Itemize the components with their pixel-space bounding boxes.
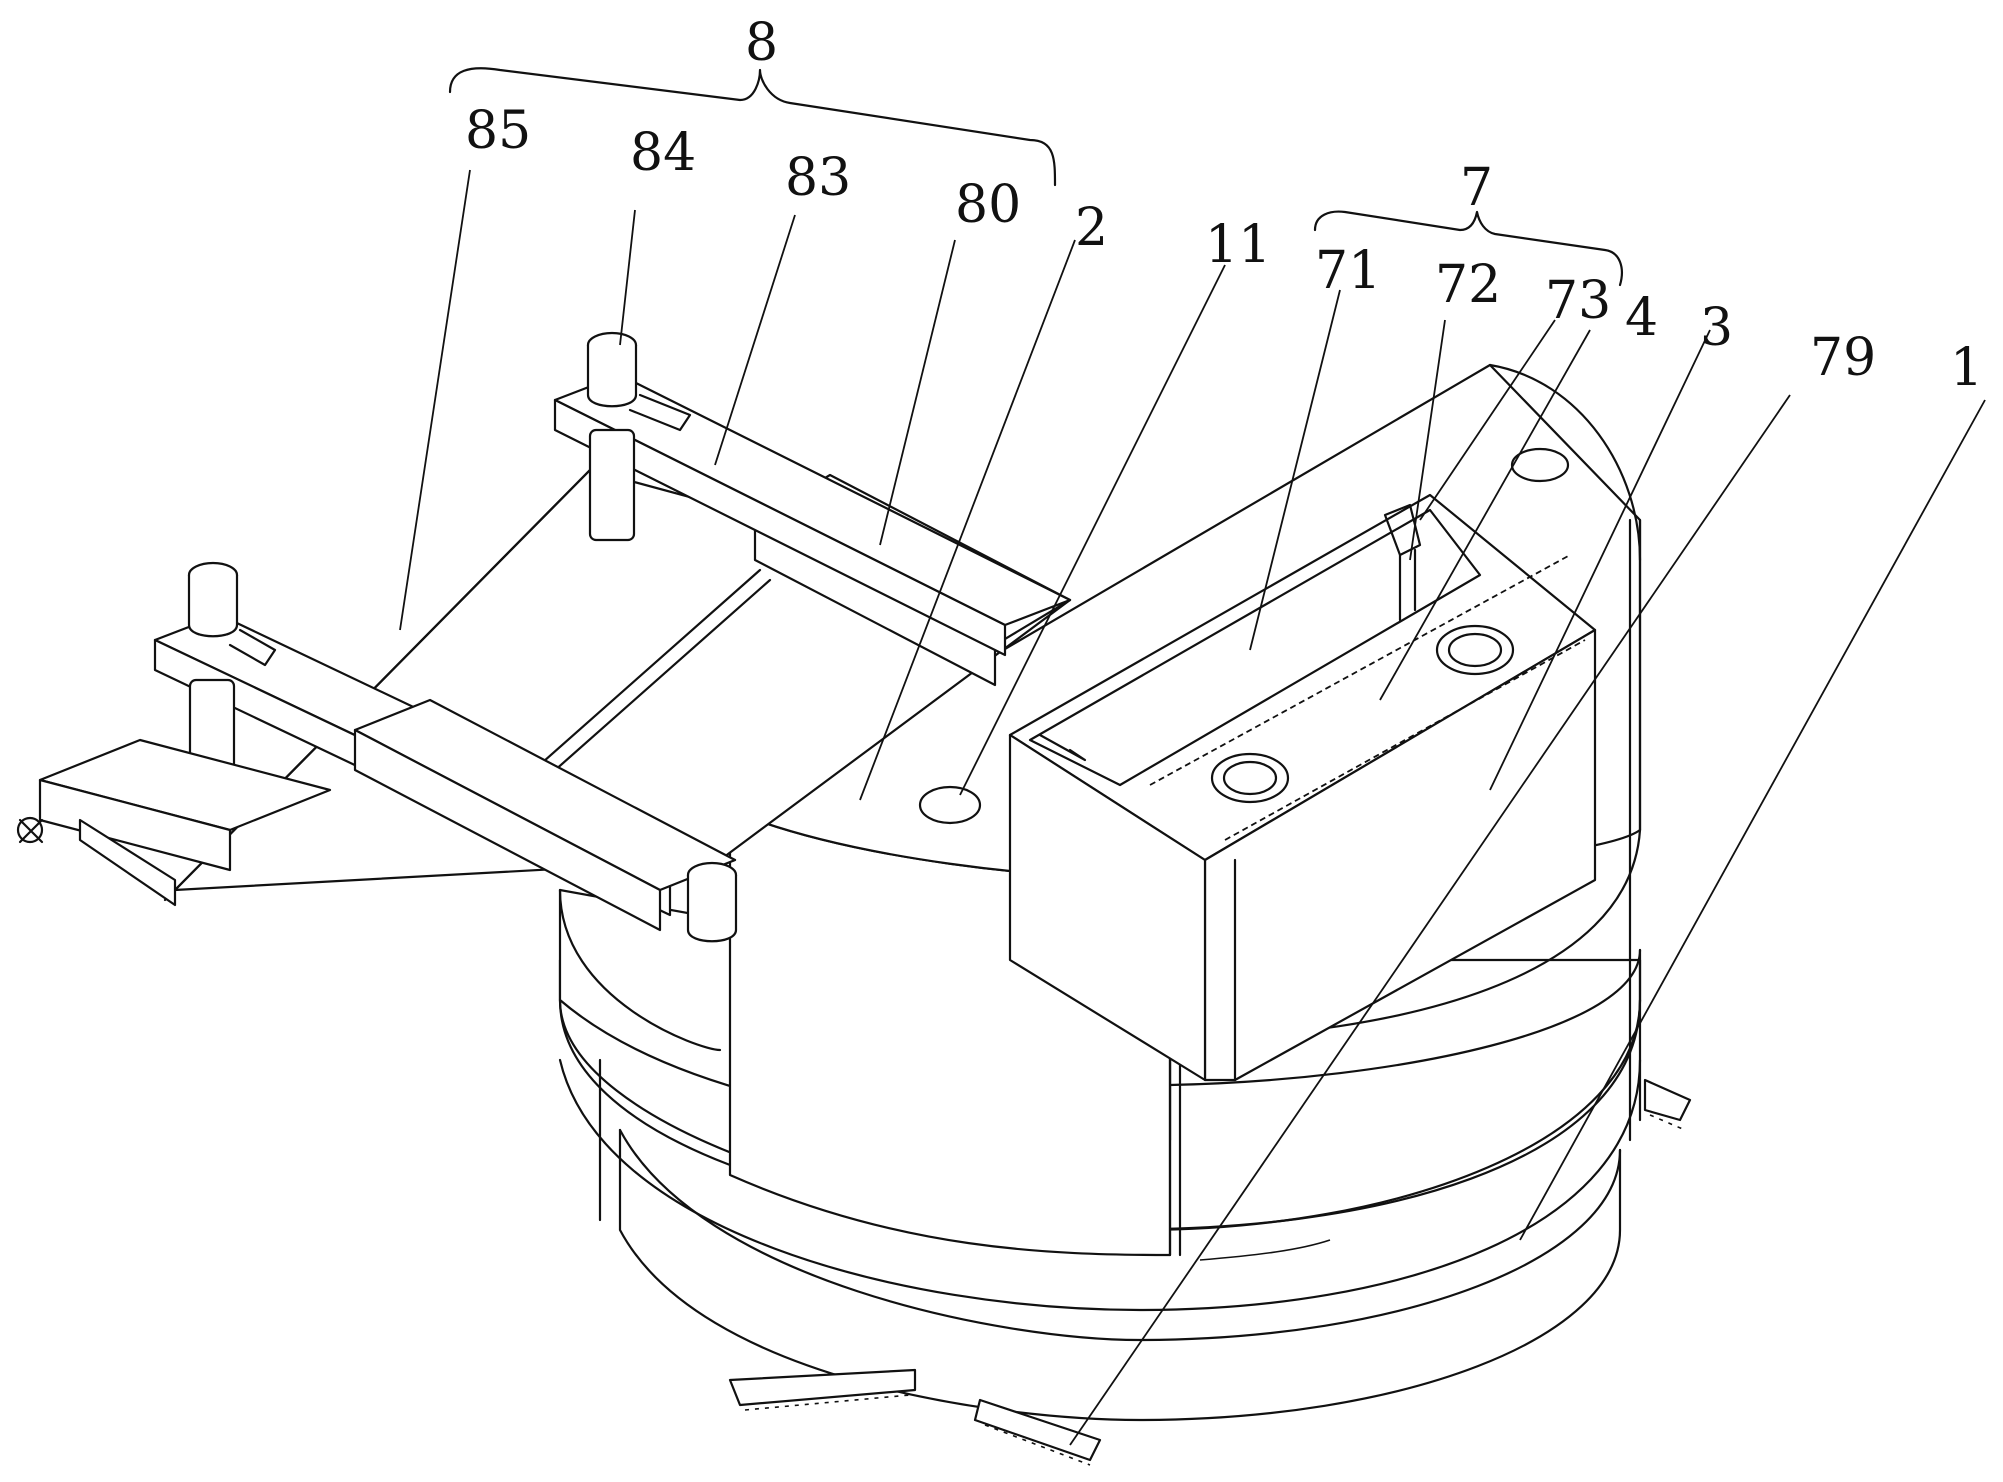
leader-lines (399, 169, 1986, 1446)
brace-8 (448, 67, 1057, 187)
label-3: 3 (1700, 298, 1733, 358)
label-73: 73 (1545, 271, 1611, 331)
box-module (1008, 493, 1597, 1082)
reference-numerals: 8 85 84 83 80 2 11 7 71 72 73 4 3 79 1 (465, 13, 1983, 398)
label-84: 84 (630, 123, 696, 183)
label-7: 7 (1460, 158, 1493, 218)
label-4: 4 (1625, 288, 1658, 348)
label-2: 2 (1075, 198, 1108, 258)
label-72: 72 (1435, 255, 1501, 315)
label-83: 83 (785, 148, 851, 208)
brush-rails (728, 1078, 1692, 1466)
label-1: 1 (1950, 338, 1983, 398)
brace-7 (1313, 210, 1623, 287)
label-8: 8 (745, 13, 778, 73)
label-11: 11 (1205, 215, 1271, 275)
arm-assembly (16, 331, 1072, 943)
label-85: 85 (465, 101, 531, 161)
label-79: 79 (1810, 328, 1876, 388)
label-80: 80 (955, 175, 1021, 235)
label-71: 71 (1315, 241, 1381, 301)
